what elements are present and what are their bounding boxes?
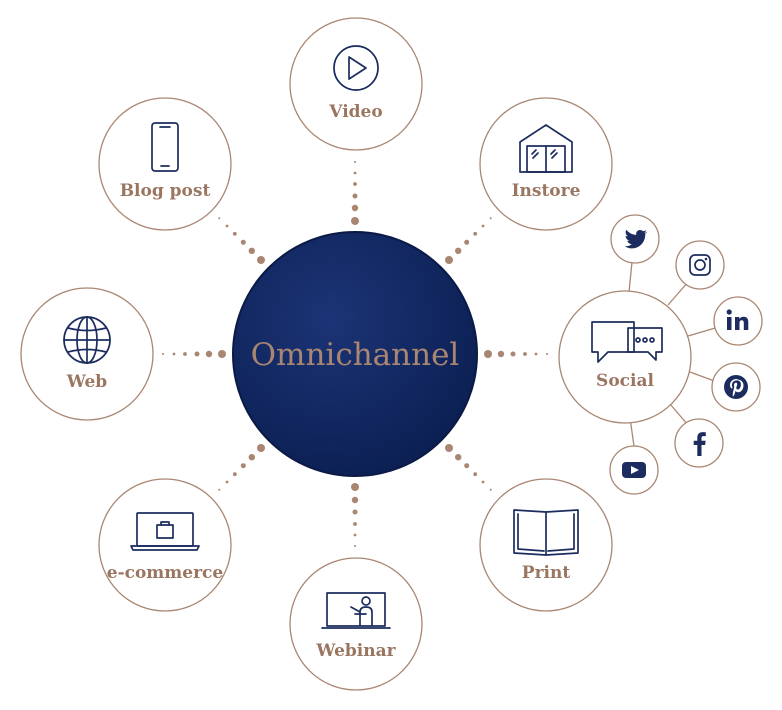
channel-webinar-label: Webinar [315, 641, 396, 661]
connector-dot [445, 444, 453, 452]
connector-dot [352, 509, 358, 515]
connector-dot [351, 496, 359, 504]
channel-instore-label: Instore [512, 181, 581, 201]
connector-dot [473, 231, 478, 236]
connector-dot [445, 256, 453, 264]
channel-video-label: Video [328, 102, 382, 122]
channel-ecommerce-label: e-commerce [107, 563, 224, 583]
connector-dot [240, 463, 246, 469]
channel-blog-post[interactable]: Blog post [98, 97, 232, 231]
connector-dots [162, 161, 548, 547]
connector-dot [497, 350, 505, 358]
connector-dot [240, 239, 246, 245]
channel-print[interactable]: Print [479, 478, 613, 612]
storefront-icon [519, 124, 573, 173]
youtube-icon [622, 462, 646, 478]
connector-dot [218, 488, 221, 491]
channel-social-label: Social [596, 371, 654, 391]
channel-ecommerce[interactable]: e-commerce [98, 478, 232, 612]
instagram-icon [689, 254, 711, 276]
connector-dot [455, 454, 462, 461]
hub-label: Omnichannel [251, 337, 460, 373]
connector-dot [473, 472, 478, 477]
connector-dot [353, 522, 357, 526]
instagram-badge[interactable] [675, 240, 725, 290]
channel-web-label: Web [66, 372, 108, 392]
connector-dot [484, 350, 492, 358]
facebook-badge[interactable] [674, 418, 724, 468]
connector-dot [464, 239, 470, 245]
connector-dot [225, 224, 229, 228]
connector-dot [489, 488, 492, 491]
connector-dot [489, 217, 492, 220]
connector-dot [194, 351, 200, 357]
presenter-screen-icon [321, 592, 391, 629]
open-book-icon [513, 509, 579, 556]
connector-dot [546, 353, 548, 355]
connector-dot [162, 353, 164, 355]
youtube-badge[interactable] [609, 445, 659, 495]
channel-video[interactable]: Video [289, 17, 423, 151]
connector-dot [225, 480, 229, 484]
linkedin-badge[interactable] [713, 296, 763, 346]
channel-print-label: Print [522, 563, 571, 583]
connector-dot [523, 352, 527, 356]
smartphone-icon [151, 122, 179, 172]
connector-dot [352, 193, 358, 199]
connector-dot [257, 444, 265, 452]
pinterest-badge[interactable] [711, 362, 761, 412]
connector-dot [172, 352, 176, 356]
twitter-badge[interactable] [610, 214, 660, 264]
connector-dot [232, 472, 237, 477]
channel-social[interactable]: Social [558, 290, 692, 424]
chat-bubbles-icon [591, 321, 663, 363]
connector-dot [218, 350, 226, 358]
connector-dot [248, 454, 255, 461]
connector-dot [257, 256, 265, 264]
channel-instore[interactable]: Instore [479, 97, 613, 231]
channel-webinar[interactable]: Webinar [289, 557, 423, 691]
connector-dot [353, 171, 357, 175]
connector-dot [351, 483, 359, 491]
twitter-icon [624, 229, 648, 249]
connector-dot [510, 351, 516, 357]
connector-dot [353, 533, 357, 537]
pinterest-icon [724, 375, 748, 399]
connector-dot [205, 350, 213, 358]
connector-dot [351, 204, 359, 212]
globe-icon [63, 316, 111, 364]
connector-dot [354, 545, 356, 547]
connector-dot [218, 217, 221, 220]
hub-node: Omnichannel [232, 231, 478, 477]
play-icon [333, 45, 379, 91]
connector-dot [464, 463, 470, 469]
connector-dot [534, 352, 538, 356]
connector-dot [351, 217, 359, 225]
connector-dot [353, 182, 357, 186]
connector-dot [354, 161, 356, 163]
facebook-icon [693, 432, 706, 456]
connector-dot [455, 247, 462, 254]
laptop-shopping-bag-icon [130, 512, 200, 551]
linkedin-icon [726, 309, 749, 330]
connector-dot [232, 231, 237, 236]
connector-dot [481, 480, 485, 484]
connector-dot [481, 224, 485, 228]
channel-web[interactable]: Web [20, 287, 154, 421]
channel-blog-post-label: Blog post [120, 181, 211, 201]
connector-dot [183, 352, 187, 356]
connector-dot [248, 247, 255, 254]
